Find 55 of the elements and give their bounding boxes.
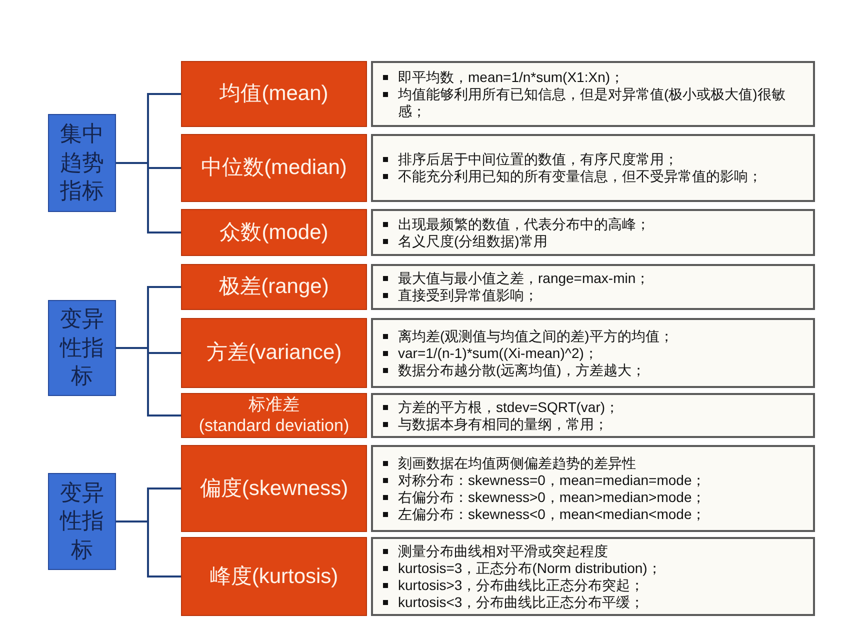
description-text: 均值能够利用所有已知信息，但是对异常值(极小或极大值)很敏感； xyxy=(398,86,786,120)
description-text: 与数据本身有相同的量纲，常用； xyxy=(398,416,608,432)
description-text: 刻画数据在均值两侧偏差趋势的差异性 xyxy=(398,454,636,472)
category-box xyxy=(48,300,116,396)
description-text: 即平均数，mean=1/n*sum(X1:Xn)； xyxy=(398,68,624,86)
bracket-connector xyxy=(116,347,181,416)
measure-box xyxy=(181,537,367,616)
description-text: 离均差(观测值与均值之间的差)平方的均值； xyxy=(398,328,674,344)
description-text: 排序后居于中间位置的数值，有序尺度常用； xyxy=(398,151,678,168)
description-text: 测量分布曲线相对平滑或突起程度 xyxy=(398,542,608,560)
measure-box xyxy=(181,209,367,256)
measure-box xyxy=(181,61,367,127)
description-box xyxy=(371,61,815,127)
category-box xyxy=(48,473,116,570)
description-text: kurtosis>3，分布曲线比正态分布突起； xyxy=(398,576,644,594)
measure-label: 均值(mean) xyxy=(220,81,328,107)
description-box xyxy=(371,318,815,388)
description-text: 直接受到异常值影响； xyxy=(398,287,538,304)
measure-box xyxy=(181,445,367,532)
description-box xyxy=(371,445,815,532)
measure-label: 偏度(skewness) xyxy=(200,476,348,502)
description-box xyxy=(371,264,815,310)
description-box xyxy=(371,537,815,616)
description-text: kurtosis=3，正态分布(Norm distribution)； xyxy=(398,560,662,576)
description-text: 数据分布越分散(远离均值)，方差越大； xyxy=(398,362,646,378)
measure-box xyxy=(181,264,367,310)
description-text: 左偏分布：skewness<0，mean<median<mode； xyxy=(398,506,706,522)
description-text: var=1/(n-1)*sum((Xi-mean)^2)； xyxy=(398,344,598,362)
description-box xyxy=(371,393,815,438)
measure-label: (standard deviation) xyxy=(198,416,350,436)
description-box xyxy=(371,134,815,202)
measure-label: 峰度(kurtosis) xyxy=(210,564,338,590)
measure-box xyxy=(181,318,367,388)
measure-label: 极差(range) xyxy=(219,274,329,300)
measure-label: 标准差 xyxy=(248,395,300,416)
measure-label: 中位数(median) xyxy=(201,155,347,181)
measure-box xyxy=(181,393,367,438)
bracket-connector xyxy=(116,520,181,578)
description-text: 方差的平方根，stdev=SQRT(var)； xyxy=(398,398,620,416)
category-label: 集中趋势指标 xyxy=(59,120,105,206)
description-text: 最大值与最小值之差，range=max-min； xyxy=(398,270,650,287)
category-label: 变异性指标 xyxy=(59,478,105,564)
measure-box xyxy=(181,134,367,202)
description-text: 名义尺度(分组数据)常用 xyxy=(398,232,548,250)
description-text: 右偏分布：skewness>0，mean>median>mode； xyxy=(398,488,706,506)
bracket-connector xyxy=(116,162,181,234)
description-text: 不能充分利用已知的所有变量信息，但不受异常值的影响； xyxy=(398,168,762,185)
description-text: kurtosis<3，分布曲线比正态分布平缓； xyxy=(398,594,644,610)
description-text: 对称分布：skewness=0，mean=median=mode； xyxy=(398,472,706,488)
measure-label: 方差(variance) xyxy=(206,340,342,366)
measure-label: 众数(mode) xyxy=(220,220,328,246)
description-box xyxy=(371,209,815,256)
description-text: 出现最频繁的数值，代表分布中的高峰； xyxy=(398,216,650,232)
category-box xyxy=(48,114,116,212)
category-label: 变异性指标 xyxy=(59,305,105,390)
